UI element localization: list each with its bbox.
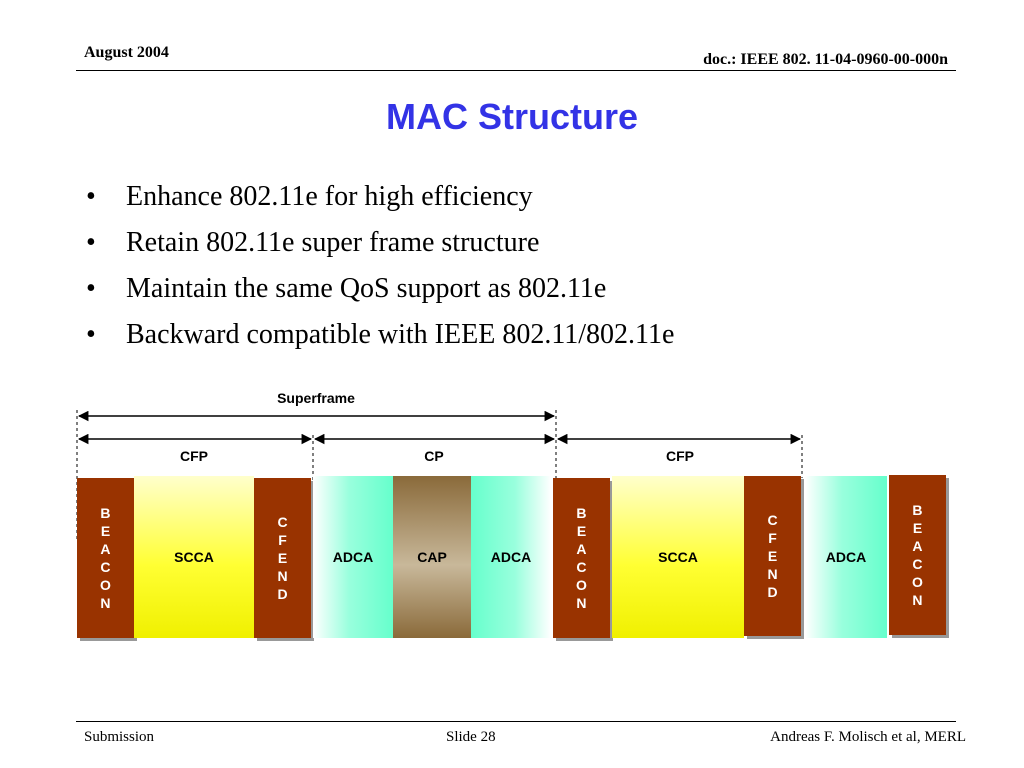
stacked-letter: O: [100, 577, 111, 593]
cp-label: CP: [424, 448, 444, 464]
stacked-letter: B: [576, 505, 587, 521]
stacked-letter: D: [277, 586, 288, 602]
bullet-dot-icon: •: [86, 273, 96, 304]
footer-submission: Submission: [84, 729, 155, 745]
stacked-letter: O: [576, 577, 587, 593]
scca-label-2: SCCA: [658, 549, 698, 565]
stacked-letter: C: [277, 514, 288, 530]
stacked-letter: A: [912, 538, 923, 554]
stacked-letter: A: [100, 541, 111, 557]
bullet-item: • Enhance 802.11e for high efficiency: [86, 174, 674, 220]
stacked-letter: C: [767, 512, 778, 528]
stacked-letter: N: [100, 595, 111, 611]
adca-block-2: ADCA: [471, 476, 551, 638]
stacked-letter: E: [100, 523, 111, 539]
scca-block-2: SCCA: [612, 476, 744, 638]
bullet-item: • Backward compatible with IEEE 802.11/80…: [86, 312, 674, 358]
bullet-item: • Maintain the same QoS support as 802.11…: [86, 266, 674, 312]
header-divider: [76, 70, 956, 71]
header-doc-id: doc.: IEEE 802. 11-04-0960-00-000n: [703, 51, 948, 68]
footer-author: Andreas F. Molisch et al, MERL: [770, 729, 966, 745]
bullet-text: Retain 802.11e super frame structure: [126, 227, 540, 258]
stacked-letter: E: [576, 523, 587, 539]
bullet-item: • Retain 802.11e super frame structure: [86, 220, 674, 266]
adca-label-2: ADCA: [490, 549, 532, 565]
stacked-letter: C: [912, 556, 923, 572]
stacked-letter: C: [576, 559, 587, 575]
footer-slide-number: Slide 28: [446, 729, 496, 745]
stacked-letter: E: [277, 550, 288, 566]
stacked-letter: N: [277, 568, 288, 584]
cap-label: CAP: [417, 549, 447, 565]
adca-block-1: ADCA: [313, 476, 393, 638]
stacked-letter: D: [767, 584, 778, 600]
stacked-letter: E: [767, 548, 778, 564]
bullet-dot-icon: •: [86, 227, 96, 258]
stacked-letter: O: [912, 574, 923, 590]
stacked-letter: A: [576, 541, 587, 557]
header-date: August 2004: [84, 44, 169, 61]
stacked-letter: E: [912, 520, 923, 536]
adca-label-1: ADCA: [332, 549, 374, 565]
cap-block: CAP: [393, 476, 471, 638]
superframe-label: Superframe: [277, 390, 355, 406]
stacked-letter: F: [278, 532, 287, 548]
cfp-label-1: CFP: [180, 448, 208, 464]
stacked-letter: N: [767, 566, 778, 582]
stacked-letter: N: [576, 595, 587, 611]
adca-block-3: ADCA: [805, 476, 887, 638]
stacked-letter: F: [768, 530, 777, 546]
bullet-text: Backward compatible with IEEE 802.11/802…: [126, 319, 675, 350]
slide-title: MAC Structure: [385, 96, 639, 137]
bullet-dot-icon: •: [86, 319, 96, 350]
bullet-text: Enhance 802.11e for high efficiency: [126, 181, 533, 212]
scca-label-1: SCCA: [174, 549, 214, 565]
adca-label-3: ADCA: [825, 549, 867, 565]
stacked-letter: B: [100, 505, 111, 521]
bullet-list: • Enhance 802.11e for high efficiency • Re…: [86, 174, 674, 358]
stacked-letter: C: [100, 559, 111, 575]
scca-block-1: SCCA: [134, 476, 254, 638]
bullet-dot-icon: •: [86, 181, 96, 212]
stacked-letter: B: [912, 502, 923, 518]
bullet-text: Maintain the same QoS support as 802.11e: [126, 273, 607, 304]
stacked-letter: N: [912, 592, 923, 608]
footer-divider: [76, 721, 956, 722]
cfp-label-2: CFP: [666, 448, 694, 464]
